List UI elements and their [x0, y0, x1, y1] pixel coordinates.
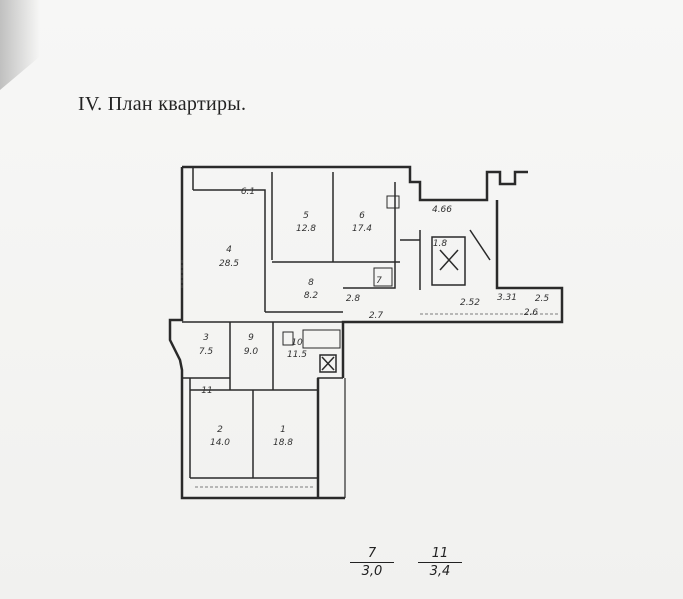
footer-fraction-1: 7 3,0: [350, 546, 394, 581]
room-labels: 4 28.5 5 12.8 6 17.4 8 8.2 3 7.5 9 9.0 1…: [199, 211, 382, 448]
dim-2-8: 2.8: [346, 294, 361, 304]
dim-1-8: 1.8: [433, 239, 448, 249]
room-2-number: 2: [217, 425, 223, 435]
dim-6-1: 6.1: [241, 187, 255, 197]
fraction-2-numerator: 11: [418, 546, 462, 563]
dim-2-5: 2.5: [535, 294, 550, 304]
room-10-area: 11.5: [287, 350, 307, 360]
room-4-area: 28.5: [219, 259, 239, 269]
dim-2-6: 2.6: [524, 308, 539, 318]
outer-walls: [168, 165, 564, 500]
window-marks: [181, 260, 560, 488]
fraction-1-denominator: 3,0: [361, 564, 383, 579]
page-title: IV. План квартиры.: [78, 93, 247, 115]
room-5-number: 5: [303, 211, 309, 221]
dim-2-52: 2.52: [460, 298, 480, 308]
room-2-area: 14.0: [210, 438, 230, 448]
room-9-number: 9: [248, 333, 254, 343]
room-6-number: 6: [359, 211, 365, 221]
room-1-area: 18.8: [273, 438, 293, 448]
room-3-number: 3: [203, 333, 209, 343]
room-10-number: 10: [291, 338, 303, 348]
room-11-number: 11: [201, 386, 212, 396]
inner-walls: [182, 167, 491, 479]
dim-3-31: 3.31: [497, 293, 517, 303]
dim-2-7: 2.7: [369, 311, 384, 321]
fraction-1-numerator: 7: [350, 546, 394, 563]
room-7-number: 7: [376, 276, 382, 286]
footer-fraction-2: 11 3,4: [418, 546, 462, 581]
room-9-area: 9.0: [244, 347, 259, 357]
room-4-number: 4: [226, 245, 232, 255]
dimension-labels: 6.1 4.66 1.8 2.8 2.7 2.52 3.31 2.5 2.6: [241, 187, 550, 321]
room-8-area: 8.2: [304, 291, 319, 301]
fraction-2-denominator: 3,4: [429, 564, 451, 579]
room-8-number: 8: [308, 278, 314, 288]
room-1-number: 1: [280, 425, 286, 435]
dim-4-66: 4.66: [432, 205, 452, 215]
room-6-area: 17.4: [352, 224, 372, 234]
room-5-area: 12.8: [296, 224, 316, 234]
room-3-area: 7.5: [199, 347, 214, 357]
